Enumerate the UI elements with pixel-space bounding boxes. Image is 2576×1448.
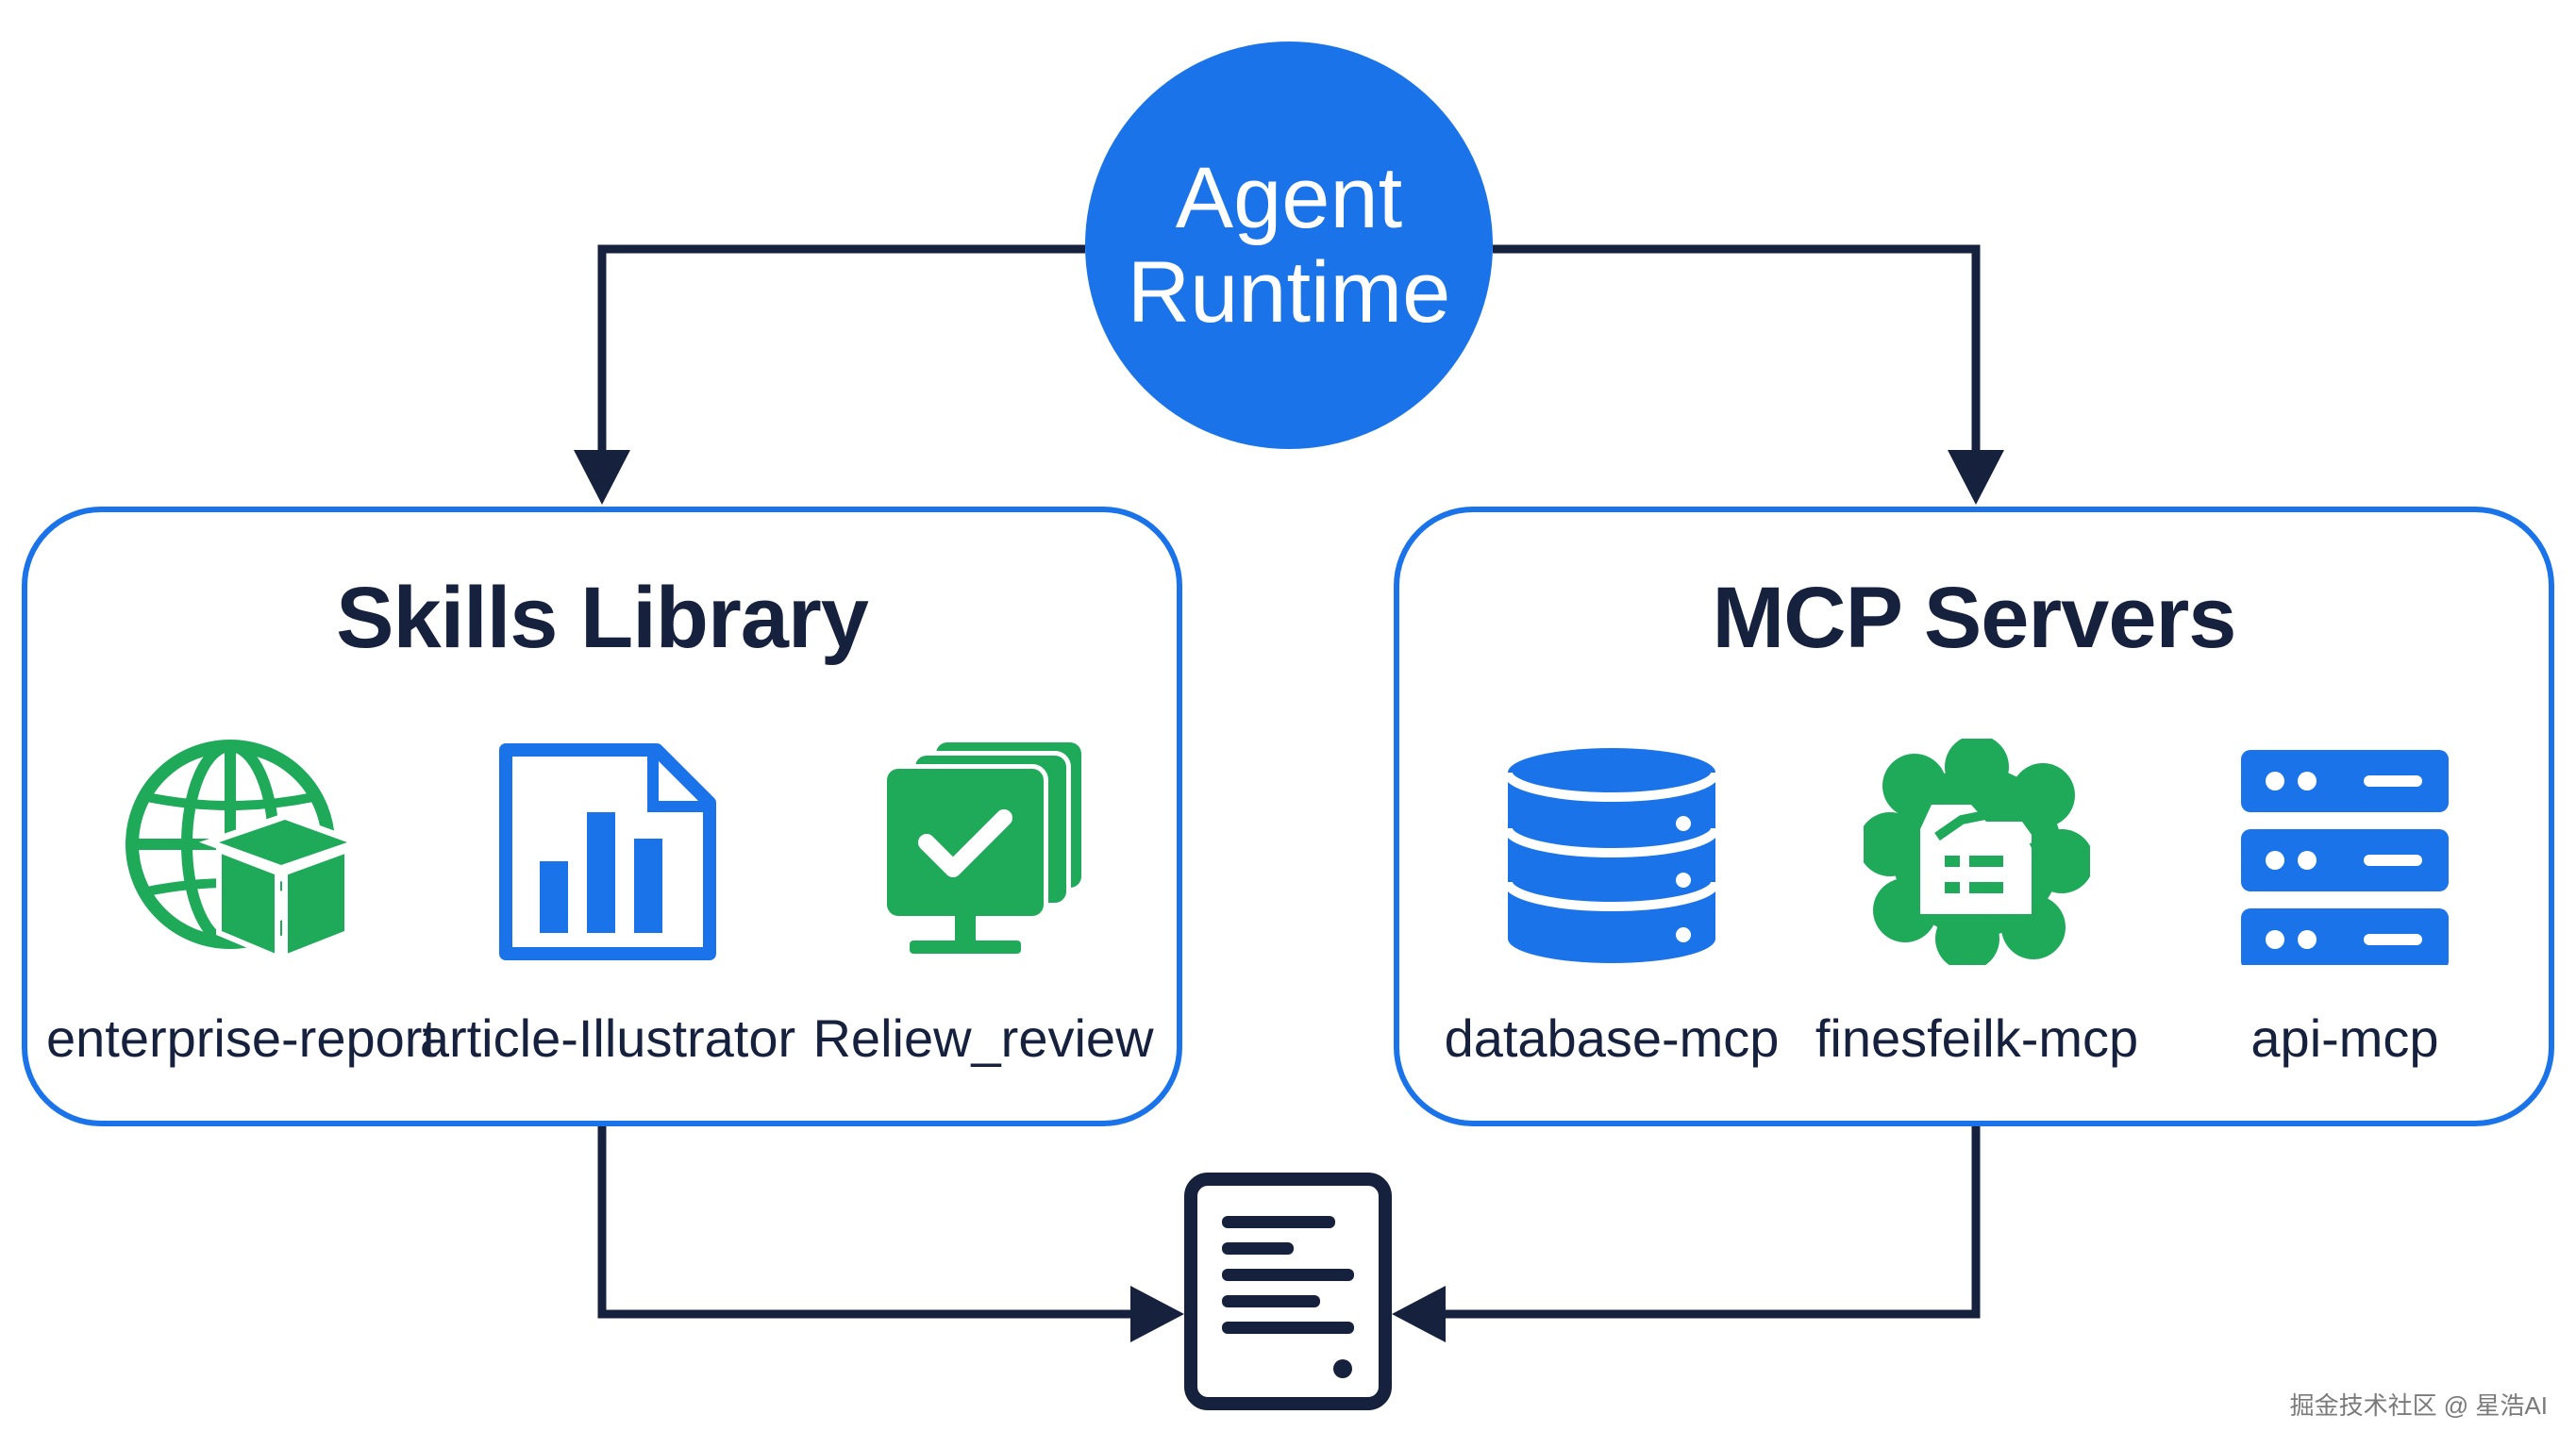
mcp-servers-panel: MCP Servers database-mcp finesfeilk-mcp xyxy=(1394,507,2554,1126)
database-icon xyxy=(1503,748,1720,963)
mcp-label-finesfeilk: finesfeilk-mcp xyxy=(1815,1008,2139,1068)
watermark-text: 掘金技术社区 @ 星浩AI xyxy=(2289,1391,2548,1420)
skills-library-panel: Skills Library enterprise-report article… xyxy=(22,507,1182,1126)
skills-library-title: Skills Library xyxy=(336,570,869,666)
skill-label-article-illustrator: article-Illustrator xyxy=(419,1008,796,1068)
cloud-folder-icon xyxy=(1864,739,2090,965)
agent-runtime-line1: Agent xyxy=(1175,150,1403,246)
mcp-to-output-line xyxy=(1439,1126,1981,1319)
arrowhead-skills xyxy=(574,450,630,505)
mcp-servers-title: MCP Servers xyxy=(1712,570,2237,666)
server-rack-icon xyxy=(2241,750,2449,965)
arrowhead-mcp xyxy=(1948,450,2004,505)
mcp-label-api: api-mcp xyxy=(2250,1008,2439,1068)
mcp-label-database: database-mcp xyxy=(1444,1008,1780,1068)
document-icon xyxy=(1184,1173,1392,1410)
runtime-to-mcp-line xyxy=(1493,244,1981,453)
globe-cube-icon xyxy=(125,740,351,962)
arrowhead-output-left xyxy=(1130,1286,1184,1342)
monitor-check-icon xyxy=(882,742,1081,954)
skill-label-enterprise-report: enterprise-report xyxy=(46,1008,437,1068)
agent-runtime-node: Agent Runtime xyxy=(1085,42,1493,449)
skill-label-reliew-review: Reliew_review xyxy=(812,1008,1154,1068)
agent-runtime-line2: Runtime xyxy=(1127,244,1451,341)
skills-to-output-line xyxy=(597,1126,1137,1319)
arrowhead-output-right xyxy=(1392,1286,1446,1342)
runtime-to-skills-line xyxy=(597,244,1085,453)
chart-document-icon xyxy=(499,743,716,960)
